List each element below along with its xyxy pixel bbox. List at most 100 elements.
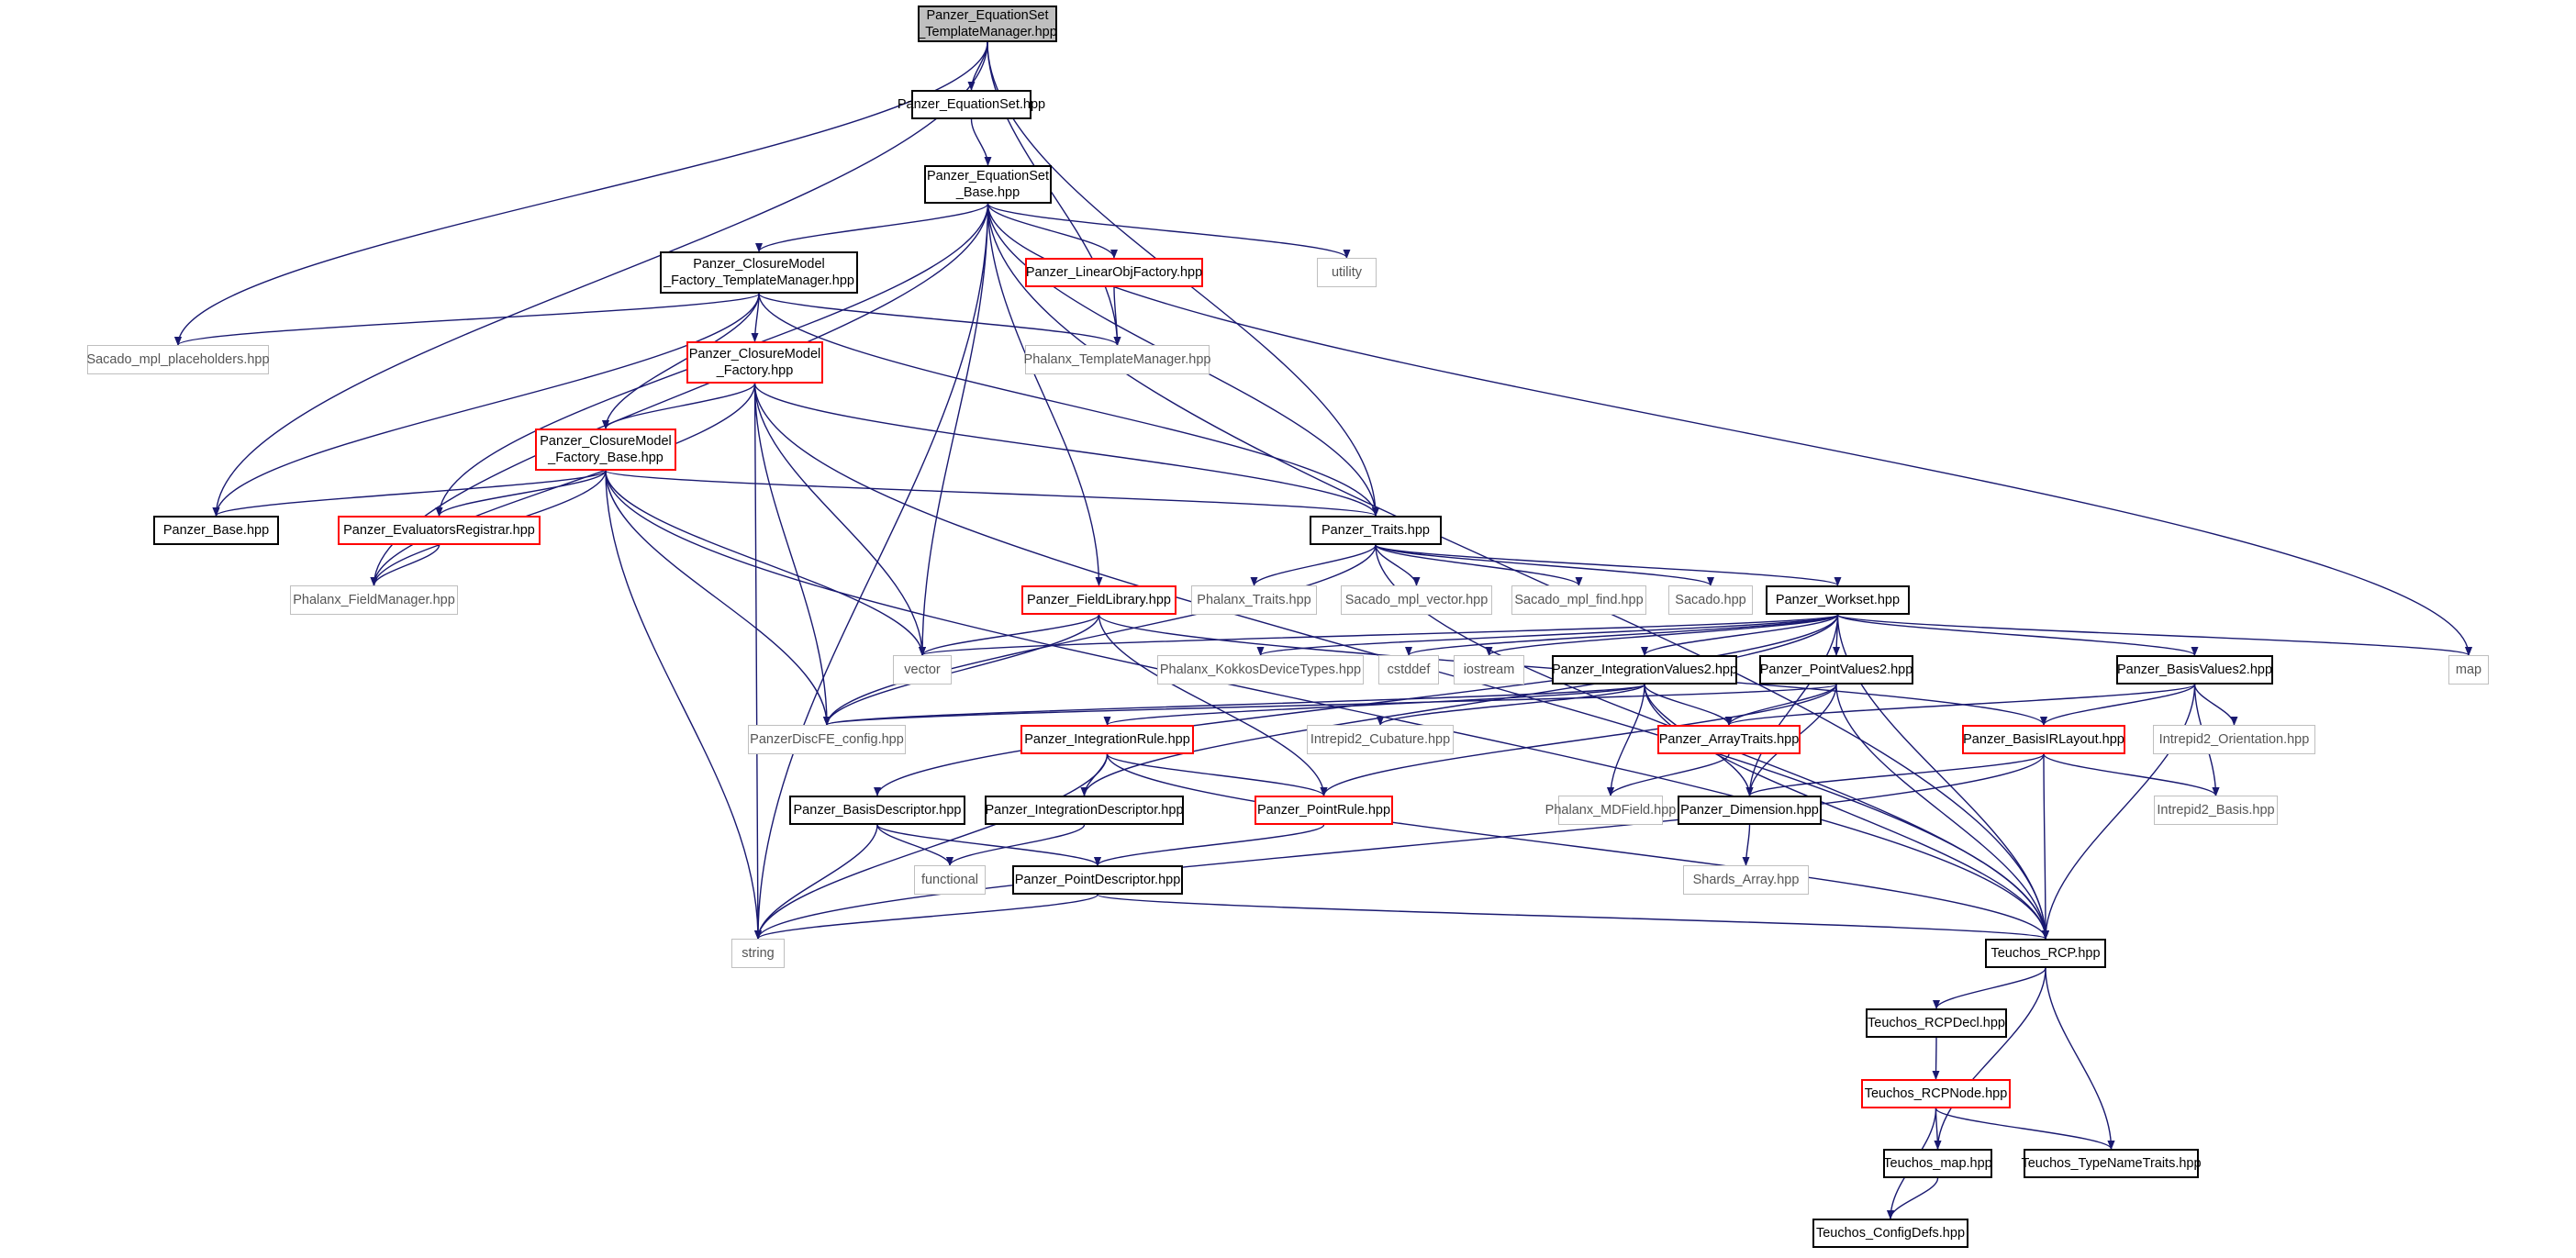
edge-pv2-to-at — [1725, 684, 1837, 726]
edge-ir-to-rcp — [1106, 753, 2049, 940]
edge-birl-to-dim — [1745, 753, 2045, 796]
edge-cmtm-to-base — [212, 293, 760, 517]
node-tmap[interactable]: Teuchos_map.hpp — [1883, 1149, 1992, 1178]
edge-cmfb-to-string — [605, 470, 762, 940]
edge-esb-to-rcp — [987, 203, 2049, 940]
node-traits[interactable]: Panzer_Traits.hpp — [1310, 516, 1442, 545]
edge-cmf-to-pfm — [370, 383, 756, 586]
edge-ws-to-vector — [919, 614, 1839, 656]
node-root[interactable]: Panzer_EquationSet _TemplateManager.hpp — [918, 6, 1057, 42]
edge-birl-to-rcp — [2041, 753, 2049, 940]
edge-bd-to-pd — [876, 824, 1101, 866]
edge-pv2-to-pr — [1320, 684, 1837, 796]
node-pd[interactable]: Panzer_PointDescriptor.hpp — [1012, 865, 1183, 895]
edge-bv2-to-ori — [2193, 684, 2238, 726]
node-ori: Intrepid2_Orientation.hpp — [2153, 725, 2315, 754]
node-birl[interactable]: Panzer_BasisIRLayout.hpp — [1962, 725, 2125, 754]
edge-ws-to-bv2 — [1836, 614, 2199, 656]
node-bd[interactable]: Panzer_BasisDescriptor.hpp — [789, 796, 965, 825]
edge-ir-to-string — [754, 753, 1109, 940]
node-es[interactable]: Panzer_EquationSet.hpp — [898, 90, 1045, 119]
node-iv2[interactable]: Panzer_IntegrationValues2.hpp — [1552, 655, 1737, 685]
edge-cmf-to-dfe — [753, 383, 831, 726]
node-base[interactable]: Panzer_Base.hpp — [153, 516, 279, 545]
node-string: string — [731, 939, 785, 968]
edge-cmf-to-vector — [753, 383, 926, 656]
edge-iv2-to-mdf — [1607, 684, 1645, 796]
edge-root-to-ptm — [987, 41, 1121, 346]
node-smp: Sacado_mpl_placeholders.hpp — [86, 345, 270, 374]
edge-pd-to-string — [754, 894, 1098, 940]
edge-cmtm-to-ptm — [758, 293, 1121, 346]
edge-traits-to-sacado — [1375, 544, 1714, 586]
node-lof[interactable]: Panzer_LinearObjFactory.hpp — [1025, 258, 1203, 287]
node-smf: Sacado_mpl_find.hpp — [1511, 585, 1646, 615]
edge-cmf-to-traits — [753, 383, 1379, 517]
edge-id-to-functional — [946, 824, 1086, 866]
node-rcpdecl[interactable]: Teuchos_RCPDecl.hpp — [1866, 1008, 2007, 1038]
edge-rcpnode-to-tmap — [1934, 1108, 1942, 1150]
edge-cmfb-to-dfe — [605, 470, 831, 726]
edge-traits-to-smf — [1375, 544, 1583, 586]
edge-esb-to-string — [754, 203, 989, 940]
edge-pv2-to-dfe — [823, 684, 1837, 726]
node-bv2[interactable]: Panzer_BasisValues2.hpp — [2116, 655, 2273, 685]
node-ws[interactable]: Panzer_Workset.hpp — [1766, 585, 1910, 615]
node-pfm: Phalanx_FieldManager.hpp — [290, 585, 458, 615]
edge-esb-to-utility — [987, 203, 1351, 259]
edge-fl-to-dfe — [823, 614, 1100, 726]
edge-cmtm-to-smp — [174, 293, 760, 346]
node-cstddef: cstddef — [1378, 655, 1439, 685]
node-map: map — [2448, 655, 2489, 685]
node-fl[interactable]: Panzer_FieldLibrary.hpp — [1021, 585, 1176, 615]
edge-esb-to-vector — [919, 203, 989, 656]
node-pv2[interactable]: Panzer_PointValues2.hpp — [1759, 655, 1913, 685]
edge-esb-to-lof — [987, 203, 1118, 259]
node-cmtm[interactable]: Panzer_ClosureModel _Factory_TemplateMan… — [660, 251, 858, 294]
node-id[interactable]: Panzer_IntegrationDescriptor.hpp — [985, 796, 1184, 825]
edge-rcpnode-to-tnt — [1935, 1108, 2115, 1150]
edge-traits-to-smv — [1375, 544, 1421, 586]
node-tnt[interactable]: Teuchos_TypeNameTraits.hpp — [2021, 1149, 2202, 1178]
node-utility: utility — [1317, 258, 1377, 287]
node-vector: vector — [893, 655, 952, 685]
edge-cmf-to-cmfb — [602, 383, 756, 429]
node-cmfb[interactable]: Panzer_ClosureModel _Factory_Base.hpp — [535, 429, 676, 471]
edge-birl-to-string — [754, 753, 2045, 940]
edge-iv2-to-cub — [1377, 684, 1645, 726]
edge-bd-to-string — [754, 824, 878, 940]
node-cdefs[interactable]: Teuchos_ConfigDefs.hpp — [1812, 1219, 1968, 1248]
node-mdf: Phalanx_MDField.hpp — [1545, 796, 1676, 825]
node-pr[interactable]: Panzer_PointRule.hpp — [1255, 796, 1393, 825]
edge-pr-to-pd — [1094, 824, 1325, 866]
edge-traits-to-ws — [1375, 544, 1842, 586]
node-smv: Sacado_mpl_vector.hpp — [1341, 585, 1492, 615]
node-er[interactable]: Panzer_EvaluatorsRegistrar.hpp — [338, 516, 541, 545]
edge-cmtm-to-traits — [758, 293, 1379, 517]
edge-ws-to-map — [1836, 614, 2472, 656]
edge-fl-to-vector — [919, 614, 1100, 656]
node-sacado: Sacado.hpp — [1668, 585, 1753, 615]
edge-bv2-to-birl — [2040, 684, 2196, 726]
edge-pd-to-rcp — [1097, 894, 2049, 940]
edge-iv2-to-rcp — [1644, 684, 2049, 940]
node-rcpnode[interactable]: Teuchos_RCPNode.hpp — [1861, 1079, 2011, 1108]
node-cmf[interactable]: Panzer_ClosureModel _Factory.hpp — [686, 341, 823, 384]
edge-at-to-mdf — [1607, 753, 1730, 796]
node-pkdt: Phalanx_KokkosDeviceTypes.hpp — [1157, 655, 1364, 685]
node-esb[interactable]: Panzer_EquationSet _Base.hpp — [924, 165, 1052, 204]
edge-ws-to-iv2 — [1641, 614, 1839, 656]
node-sa: Shards_Array.hpp — [1683, 865, 1809, 895]
edge-iv2-to-ir — [1103, 684, 1645, 726]
edge-iv2-to-at — [1644, 684, 1733, 726]
node-at[interactable]: Panzer_ArrayTraits.hpp — [1657, 725, 1801, 754]
edge-ws-to-id — [1080, 614, 1839, 796]
node-dim[interactable]: Panzer_Dimension.hpp — [1678, 796, 1822, 825]
node-cub: Intrepid2_Cubature.hpp — [1307, 725, 1454, 754]
edge-birl-to-ib — [2043, 753, 2220, 796]
edge-ws-to-iostream — [1485, 614, 1839, 656]
edge-dim-to-sa — [1742, 824, 1751, 866]
edge-lof-to-ptm — [1113, 286, 1121, 346]
node-ir[interactable]: Panzer_IntegrationRule.hpp — [1020, 725, 1194, 754]
node-rcp[interactable]: Teuchos_RCP.hpp — [1985, 939, 2106, 968]
